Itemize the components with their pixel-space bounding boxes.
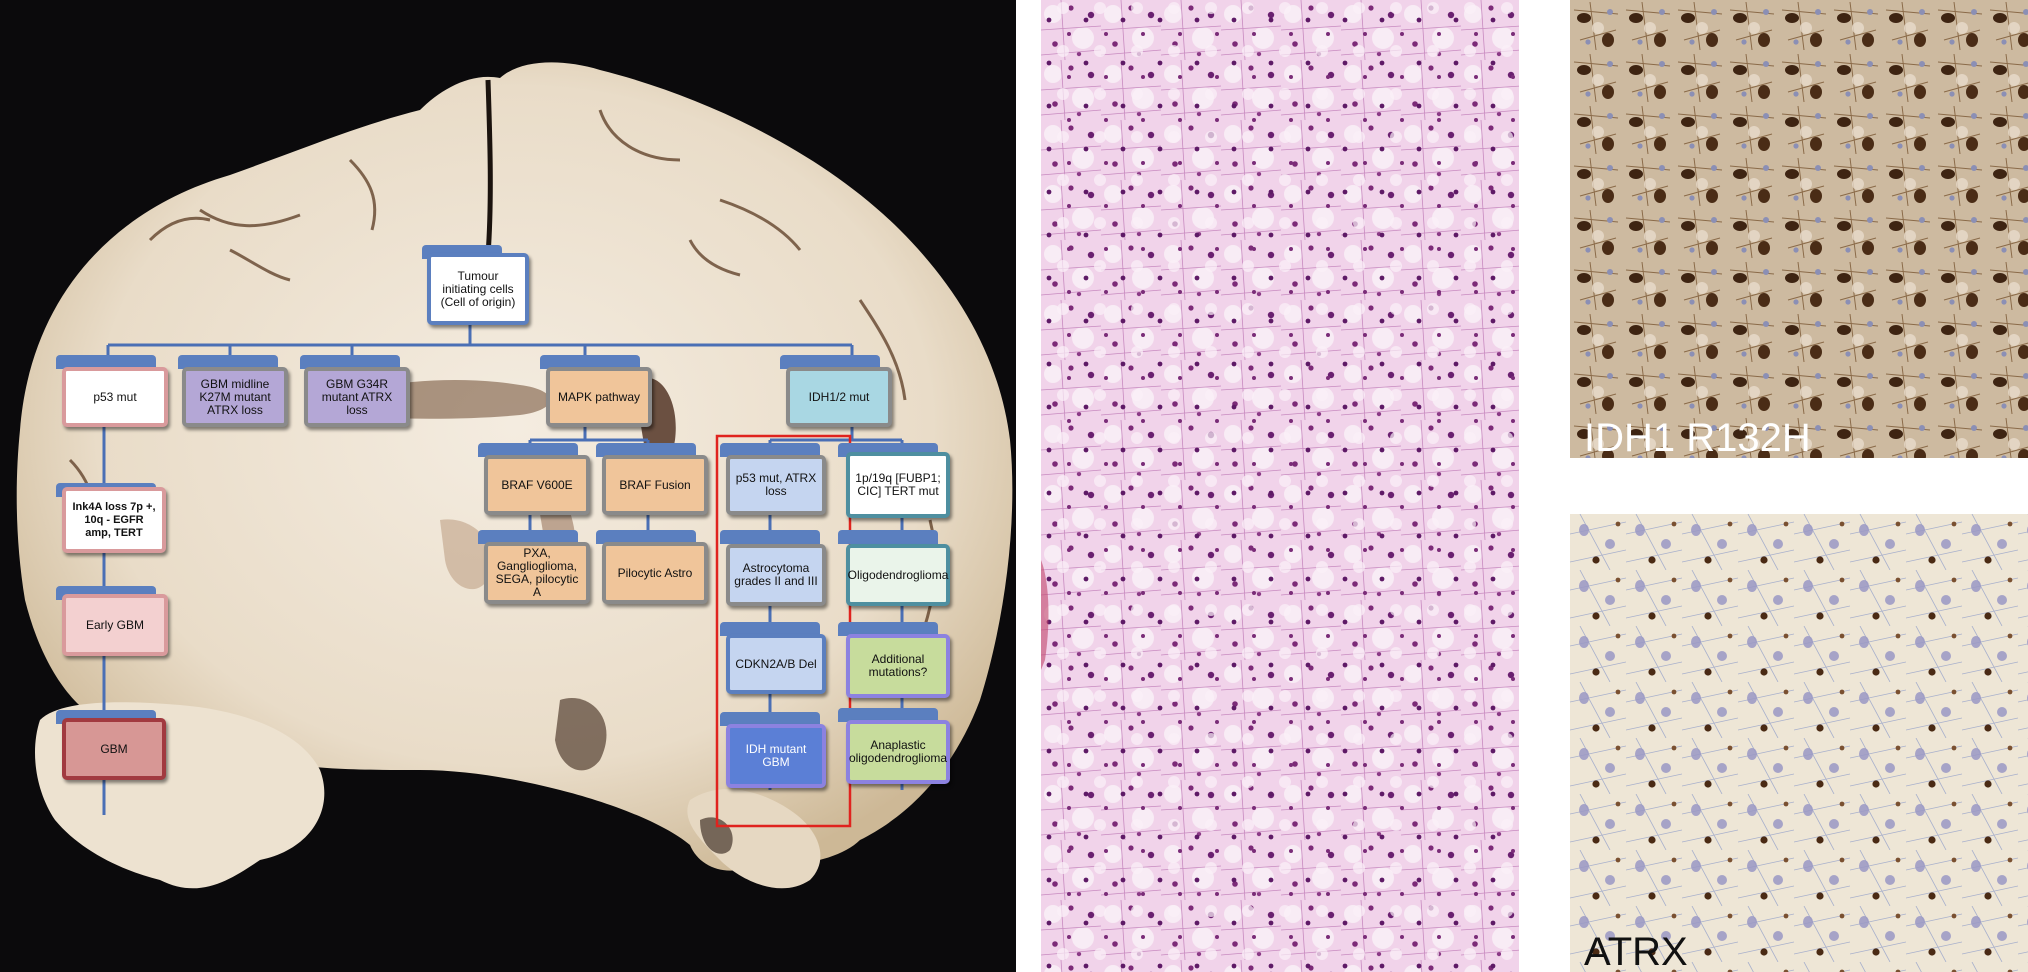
atrx-stain-panel: ATRX xyxy=(1570,514,2028,972)
he-stain-image xyxy=(1041,0,1519,972)
node-anaplastic-oligodendroglioma: Anaplastic oligodendroglioma xyxy=(846,720,950,784)
node-astrocytoma: Astrocytoma grades II and III xyxy=(726,544,826,606)
node-cdkn2a-del: CDKN2A/B Del xyxy=(726,634,826,694)
node-gbm-g34r: GBM G34R mutant ATRX loss xyxy=(304,367,410,427)
node-root: Tumour initiating cells (Cell of origin) xyxy=(427,253,529,325)
node-idh-mut: IDH1/2 mut xyxy=(786,367,892,427)
node-gbm: GBM xyxy=(62,718,166,780)
node-gbm-k27m: GBM midline K27M mutant ATRX loss xyxy=(182,367,288,427)
node-braf-v600e: BRAF V600E xyxy=(484,455,590,515)
node-mapk-pathway: MAPK pathway xyxy=(546,367,652,427)
idh1-stain-image xyxy=(1570,0,2028,458)
node-ink4a-loss: Ink4A loss 7p +, 10q - EGFR amp, TERT xyxy=(62,487,166,553)
node-p53-mut: p53 mut xyxy=(62,367,168,427)
idh1-r132h-stain-panel: IDH1 R132H xyxy=(1570,0,2028,458)
node-early-gbm: Early GBM xyxy=(62,594,168,656)
atrx-stain-label: ATRX xyxy=(1584,930,1688,972)
node-braf-fusion: BRAF Fusion xyxy=(602,455,708,515)
node-p53-atrx-loss: p53 mut, ATRX loss xyxy=(726,455,826,515)
atrx-stain-image xyxy=(1570,514,2028,972)
node-idh-mutant-gbm: IDH mutant GBM xyxy=(726,724,826,788)
brain-slice-panel: Tumour initiating cells (Cell of origin)… xyxy=(0,0,1016,972)
node-pxa: PXA, Ganglioglioma, SEGA, pilocytic A xyxy=(484,542,590,604)
node-oligodendroglioma: Oligodendroglioma xyxy=(846,544,950,606)
he-micrograph xyxy=(1041,0,1519,972)
node-additional-mutations: Additional mutations? xyxy=(846,634,950,698)
node-1p19q-codeletion: 1p/19q [FUBP1; CIC] TERT mut xyxy=(846,452,950,518)
node-pilocytic-astro: Pilocytic Astro xyxy=(602,542,708,604)
idh1-stain-label: IDH1 R132H xyxy=(1584,416,1811,458)
